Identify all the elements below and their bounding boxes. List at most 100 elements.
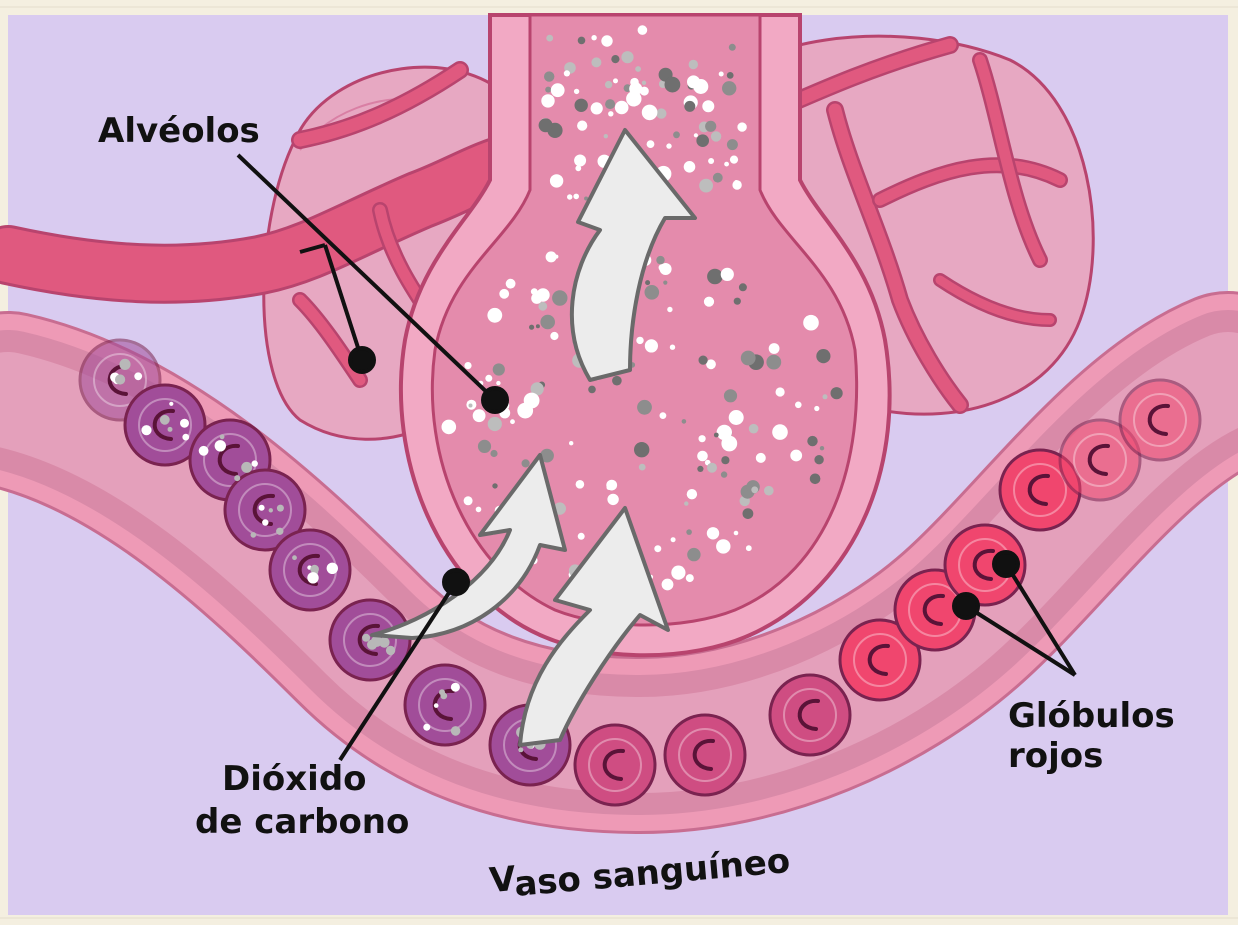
gas-particle (746, 545, 752, 551)
co2-particle (259, 505, 265, 511)
gas-particle (522, 459, 530, 467)
co2-particle (292, 555, 297, 560)
gas-particle (689, 60, 698, 69)
co2-particle (518, 747, 523, 752)
co2-particle (215, 440, 226, 451)
co2-particle (220, 434, 225, 439)
gas-particle (604, 134, 608, 138)
gas-particle (727, 72, 734, 79)
gas-particle (490, 450, 497, 457)
gas-particle (615, 101, 629, 115)
gas-particle (694, 133, 698, 137)
gas-particle (645, 339, 658, 352)
co2-particle (451, 726, 461, 736)
gas-particle (716, 539, 730, 553)
gas-particle (719, 72, 724, 77)
gas-particle (645, 280, 650, 285)
gas-particle (575, 165, 581, 171)
gas-particle (702, 100, 714, 112)
gas-particle (529, 325, 534, 330)
co2-particle (180, 419, 189, 428)
gas-particle (636, 337, 643, 344)
gas-particle (660, 412, 667, 419)
gas-particle (803, 315, 819, 331)
gas-particle (496, 381, 500, 385)
gas-particle (485, 375, 492, 382)
gas-particle (469, 404, 473, 408)
gas-particle (823, 394, 828, 399)
gas-particle (473, 409, 486, 422)
gas-particle (601, 35, 612, 46)
gas-particle (464, 496, 473, 505)
gas-particle (573, 194, 579, 200)
gas-particle (569, 441, 573, 445)
gas-particle (531, 288, 538, 295)
gas-particle (591, 57, 601, 67)
co2-particle (439, 689, 445, 695)
gas-particle (722, 81, 736, 95)
gas-particle (682, 419, 687, 424)
gas-particle (642, 105, 658, 121)
gas-particle (713, 173, 723, 183)
red-blood-cell (1120, 380, 1200, 460)
gas-particle (588, 386, 596, 394)
gas-particle (807, 436, 817, 446)
gas-particle (654, 545, 661, 552)
gas-particle (697, 451, 708, 462)
co2-particle (234, 475, 240, 481)
co2-particle (362, 634, 370, 642)
gas-particle (536, 324, 540, 328)
gas-particle (741, 351, 756, 366)
gas-particle (578, 533, 585, 540)
gas-particle (608, 111, 613, 116)
gas-particle (656, 256, 664, 264)
gas-particle (727, 139, 738, 150)
gas-particle (647, 140, 655, 148)
gas-particle (638, 25, 648, 35)
gas-particle (686, 529, 692, 535)
gas-particle (684, 501, 688, 505)
co2-particle (199, 446, 209, 456)
co2-particle (141, 425, 151, 435)
red-blood-cell (665, 715, 745, 795)
gas-particle (567, 194, 572, 199)
gas-particle (574, 89, 579, 94)
pointer-dot-dioxido (444, 570, 468, 594)
gas-particle (820, 446, 824, 450)
gas-particle (607, 494, 618, 505)
gas-particle (510, 419, 515, 424)
red-blood-cell (770, 675, 850, 755)
co2-particle (269, 508, 273, 512)
gas-particle (766, 355, 781, 370)
gas-particle (492, 483, 497, 488)
gas-particle (621, 51, 633, 63)
gas-particle (707, 463, 717, 473)
co2-particle (252, 460, 258, 466)
red-blood-cell (270, 530, 350, 610)
gas-particle (772, 424, 788, 440)
pointer-dot-capillary (350, 348, 374, 372)
label-dioxido-line1: Dióxido (222, 759, 367, 799)
gas-particle (699, 179, 713, 193)
gas-particle (734, 298, 741, 305)
label-alveolos: Alvéolos (98, 111, 260, 151)
gas-particle (611, 55, 619, 63)
gas-particle (684, 161, 696, 173)
gas-particle (574, 155, 586, 167)
gas-particle (724, 162, 729, 167)
gas-particle (704, 297, 714, 307)
gas-particle (739, 283, 747, 291)
co2-particle (115, 374, 125, 384)
gas-particle (591, 35, 596, 40)
gas-particle (552, 290, 567, 305)
gas-particle (708, 158, 714, 164)
gas-particle (671, 537, 676, 542)
gas-particle (687, 75, 700, 88)
pointer-dot-globulos-a (994, 552, 1018, 576)
pointer-dot-globulos-b (954, 594, 978, 618)
gas-particle (724, 389, 737, 402)
gas-particle (814, 406, 819, 411)
co2-particle (262, 519, 268, 525)
